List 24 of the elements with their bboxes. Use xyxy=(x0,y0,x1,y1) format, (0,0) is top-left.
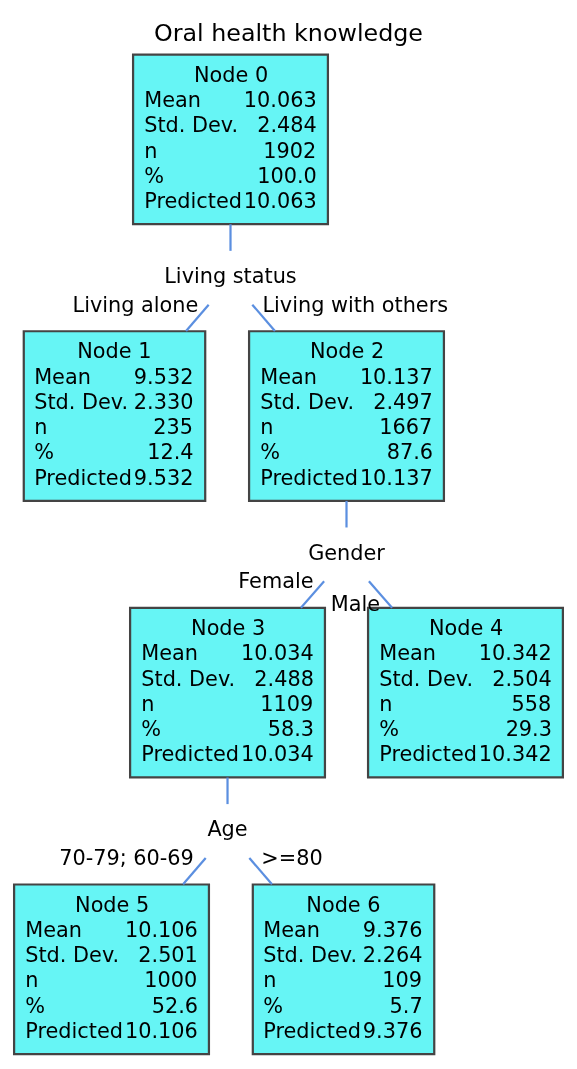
node-box: Node 5 Mean 10.106 Std. Dev. 2.501 n 1000 % 52.6 Predicted 10.106 xyxy=(13,882,211,1055)
node-box: Node 0 Mean 10.063 Std. Dev. 2.484 n 1902 % 100.0 Predicted 10.063 xyxy=(131,53,330,225)
connector xyxy=(248,856,273,885)
node-box: Node 1 Mean 9.532 Std. Dev. 2.330 n 235 % 12.4 Predicted 9.532 xyxy=(22,329,207,502)
edge-label: Living with others xyxy=(262,292,449,317)
connector xyxy=(226,777,229,804)
node-text: Living status xyxy=(164,263,297,288)
connector xyxy=(368,580,393,608)
node-box: Node 6 Mean 9.376 Std. Dev. 2.264 n 109 % 5.7 Predicted 9.376 xyxy=(251,882,436,1055)
edge-label: >=80 xyxy=(261,845,323,870)
connector xyxy=(345,500,348,527)
edge-label: 70-79; 60-69 xyxy=(59,845,194,870)
node-text: Gender xyxy=(308,540,385,565)
node-box: Node 2 Mean 10.137 Std. Dev. 2.497 n 1667 % 87.6 Predicted 10.137 xyxy=(247,329,446,502)
edge-label: Female xyxy=(238,568,314,593)
connector xyxy=(251,303,276,332)
connector xyxy=(300,580,325,608)
node-box: Node 3 Mean 10.034 Std. Dev. 2.488 n 1109 % 58.3 Predicted 10.034 xyxy=(129,606,327,779)
connector xyxy=(229,223,232,251)
connector xyxy=(182,856,207,885)
diagram-title: Oral health knowledge xyxy=(154,18,423,47)
edge-label: Living alone xyxy=(72,292,199,317)
connector xyxy=(185,303,210,332)
node-text: Age xyxy=(207,816,248,841)
